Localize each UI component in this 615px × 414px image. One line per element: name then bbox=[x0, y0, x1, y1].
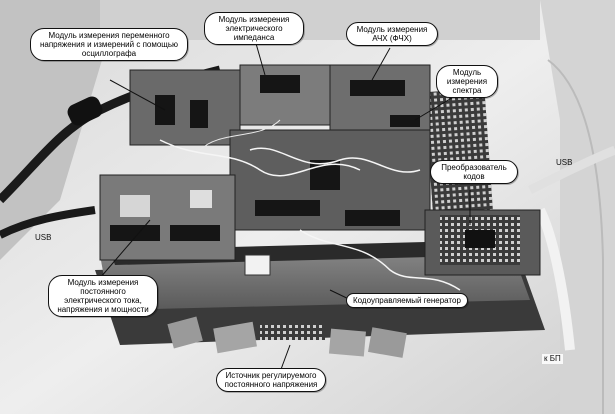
chip bbox=[345, 210, 400, 226]
module-board-1 bbox=[129, 69, 241, 146]
small-module bbox=[244, 254, 271, 276]
callout-code-converter: Преобразователь кодов bbox=[430, 160, 518, 184]
chip bbox=[110, 225, 160, 241]
ribbon-connector bbox=[167, 316, 203, 349]
callout-frequency-response-module: Модуль измерения АЧХ (ФЧХ) bbox=[346, 22, 438, 46]
callout-dc-voltage-source: Источник регулируемого постоянного напря… bbox=[216, 368, 326, 392]
callout-ac-voltage-module: Модуль измерения переменного напряжения … bbox=[30, 28, 188, 61]
label-usb-left: USB bbox=[35, 233, 52, 242]
ribbon-connector bbox=[328, 328, 366, 357]
callout-dc-module: Модуль измерения постоянного электрическ… bbox=[48, 275, 158, 317]
callout-spectrum-module: Модуль измерения спектра bbox=[436, 65, 498, 98]
chip bbox=[255, 200, 320, 216]
chip bbox=[170, 225, 220, 241]
callout-code-generator: Кодоуправляемый генератор bbox=[346, 293, 468, 308]
label-to-power-supply: к БП bbox=[542, 354, 563, 364]
pin-header-bottom bbox=[260, 325, 325, 340]
label-usb-right: USB bbox=[556, 158, 573, 167]
chip bbox=[390, 115, 420, 127]
ribbon-connector bbox=[368, 327, 407, 358]
chip bbox=[350, 80, 405, 96]
module-board-5 bbox=[99, 174, 236, 261]
callout-impedance-module: Модуль измерения электрического импеданс… bbox=[204, 12, 304, 45]
chip bbox=[260, 75, 300, 93]
crystal bbox=[190, 190, 212, 208]
chip bbox=[190, 100, 208, 128]
module-board-2 bbox=[239, 64, 331, 126]
relay bbox=[120, 195, 150, 217]
ribbon-connector bbox=[213, 321, 257, 354]
usb-cable-right bbox=[527, 145, 615, 195]
ferrite-bead bbox=[67, 96, 103, 126]
